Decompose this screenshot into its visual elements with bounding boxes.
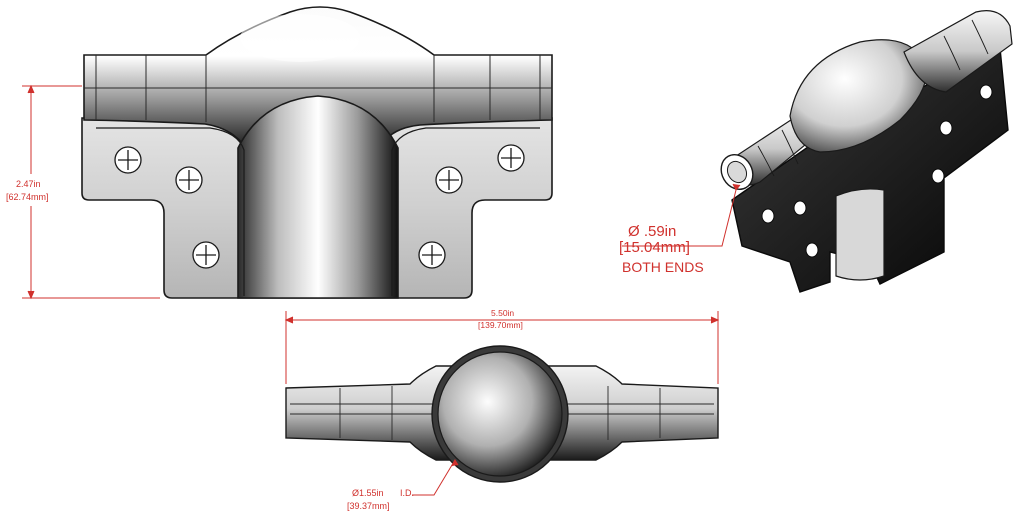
front-tube-rings xyxy=(84,55,552,122)
width-dim-mm: [139.70mm] xyxy=(478,320,523,330)
bore-dia-inches: Ø1.55in xyxy=(352,488,384,498)
iso-left-end-bore xyxy=(726,160,748,184)
width-dimension xyxy=(284,311,720,384)
iso-view: Ø .59in [15.04mm] BOTH ENDS xyxy=(619,10,1013,293)
iso-stem xyxy=(835,188,885,281)
end-dia-inches: Ø .59in xyxy=(628,223,676,240)
width-dim-inches: 5.50in xyxy=(491,308,514,318)
top-bore xyxy=(437,351,563,477)
top-view: 5.50in [139.70mm] Ø1.55in I.D. [39.37mm] xyxy=(284,308,720,511)
front-tube xyxy=(83,6,553,149)
front-holes xyxy=(114,144,525,269)
mounting-hole xyxy=(497,144,525,172)
height-dim-inches: 2.47in xyxy=(16,179,41,189)
height-dim-mm: [62.74mm] xyxy=(6,192,49,202)
iso-tube-right xyxy=(903,10,1013,93)
mounting-hole xyxy=(979,84,993,100)
front-stem xyxy=(237,95,399,299)
mounting-hole xyxy=(175,166,203,194)
mounting-hole xyxy=(805,242,819,258)
mounting-hole xyxy=(418,241,446,269)
bore-diameter-leader xyxy=(412,458,459,496)
mounting-hole xyxy=(931,168,945,184)
mounting-hole xyxy=(939,120,953,136)
mounting-hole xyxy=(192,241,220,269)
end-dia-mm: [15.04mm] xyxy=(619,239,690,256)
front-gusset-right xyxy=(391,127,540,296)
end-note: BOTH ENDS xyxy=(622,259,704,275)
front-gusset-left xyxy=(96,127,245,296)
front-view: 2.47in [62.74mm] xyxy=(6,6,553,300)
height-dimension xyxy=(22,84,160,300)
mounting-hole xyxy=(793,200,807,216)
mounting-hole xyxy=(435,166,463,194)
iso-holes xyxy=(761,84,993,258)
mounting-hole xyxy=(761,208,775,224)
iso-tube-rings xyxy=(757,19,989,177)
bore-dia-mm: [39.37mm] xyxy=(347,501,390,511)
front-dome-highlight xyxy=(240,14,360,62)
bore-note: I.D. xyxy=(400,488,414,498)
mounting-hole xyxy=(114,146,142,174)
end-diameter-leader xyxy=(622,183,741,247)
